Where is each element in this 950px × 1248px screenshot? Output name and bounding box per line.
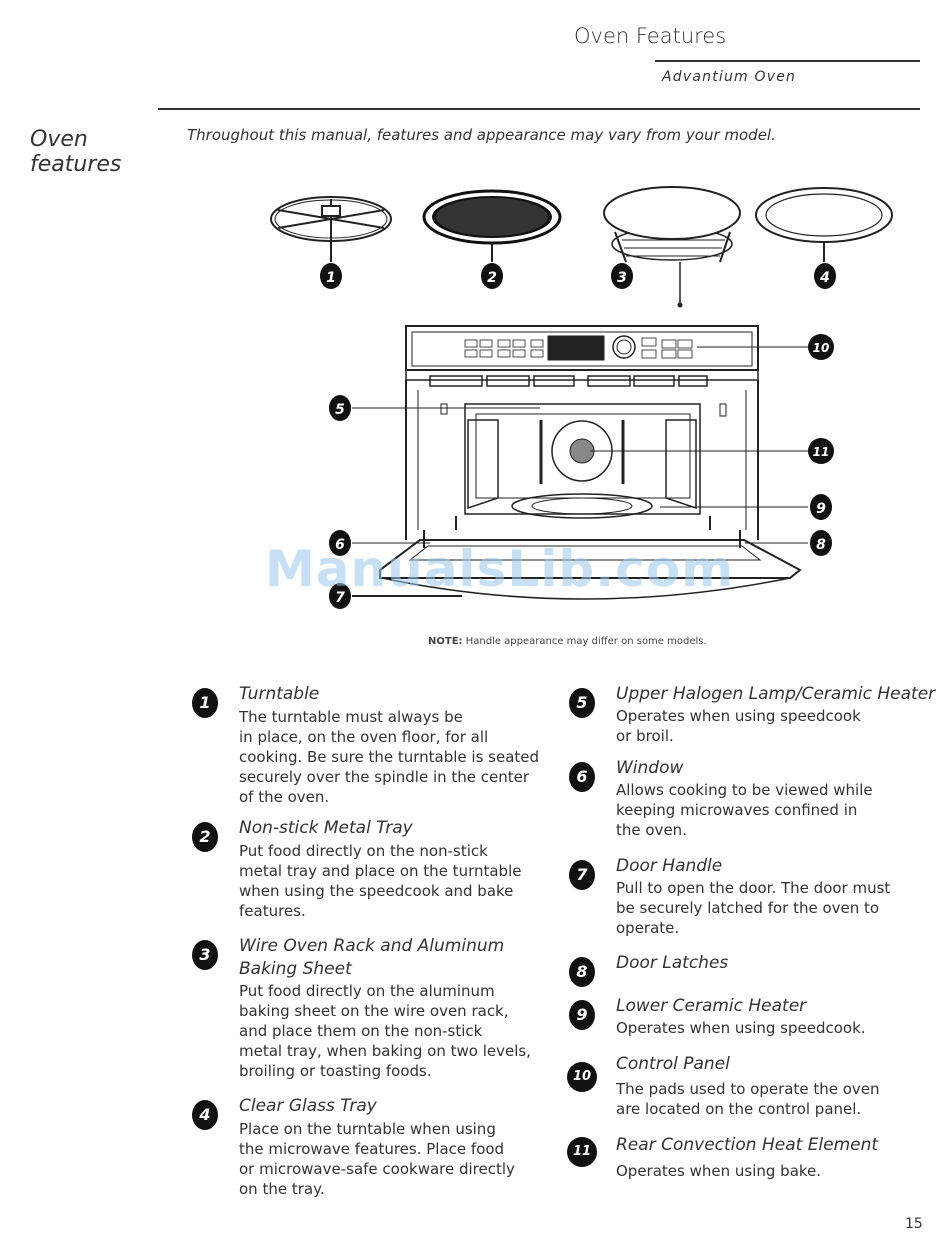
callout-badges: 1 2 3 4 5 6 7 8 9 10 11 <box>320 263 836 609</box>
page-header-subtitle: Advantium Oven <box>662 69 797 85</box>
section-rule <box>158 108 920 110</box>
feature-description: Place on the turntable when using the mi… <box>239 1120 515 1198</box>
feature-description: Pull to open the door. The door must be … <box>616 879 891 937</box>
svg-text:7: 7 <box>335 590 345 606</box>
glass-tray-illustration <box>755 187 893 262</box>
svg-text:6: 6 <box>335 537 345 553</box>
oven-illustration <box>352 325 802 600</box>
metal-tray-illustration <box>422 189 562 262</box>
feature-title: Wire Oven Rack and Aluminum Baking Sheet <box>239 936 505 979</box>
feature-title: Window <box>616 758 684 778</box>
callout-2: 2 <box>481 263 503 289</box>
watermark: ManualsLib.com <box>265 540 735 598</box>
feature-title: Non-stick Metal Tray <box>239 818 413 838</box>
side-heading-line: Oven <box>30 127 88 152</box>
feature-description: Put food directly on the aluminum baking… <box>239 982 531 1080</box>
feature-title: Clear Glass Tray <box>239 1096 377 1116</box>
oven-diagram: 1 2 3 4 5 6 7 8 9 10 11 <box>270 186 893 609</box>
note-label: NOTE: <box>428 636 463 647</box>
feature-title: Rear Convection Heat Element <box>616 1135 879 1155</box>
svg-text:2: 2 <box>487 270 497 286</box>
callout-8: 8 <box>810 530 832 556</box>
svg-text:1: 1 <box>326 270 336 286</box>
svg-text:8: 8 <box>816 537 826 553</box>
feature-number-badge: 2 <box>192 822 218 852</box>
feature-number-badge: 5 <box>569 688 595 718</box>
svg-text:10: 10 <box>813 341 830 355</box>
callout-1: 1 <box>320 263 342 289</box>
callout-4: 4 <box>814 263 836 289</box>
feature-description: Operates when using speedcook or broil. <box>616 707 861 745</box>
intro-text: Throughout this manual, features and app… <box>187 126 776 144</box>
feature-description: Put food directly on the non-stick metal… <box>239 842 522 920</box>
svg-text:9: 9 <box>816 501 826 517</box>
svg-text:3: 3 <box>617 270 627 286</box>
feature-title: Turntable <box>239 684 320 704</box>
feature-description: The pads used to operate the oven are lo… <box>616 1080 880 1118</box>
callout-5: 5 <box>329 395 351 421</box>
page-header-title: Oven Features <box>574 24 727 48</box>
feature-number-badge: 8 <box>569 957 595 987</box>
feature-number-badge: 11 <box>567 1137 597 1167</box>
note-text: Handle appearance may differ on some mod… <box>465 636 707 647</box>
callout-6: 6 <box>329 530 351 556</box>
callout-9: 9 <box>810 494 832 520</box>
feature-number-badge: 7 <box>569 860 595 890</box>
feature-title: Upper Halogen Lamp/Ceramic Heater <box>616 684 936 704</box>
feature-title: Door Handle <box>616 856 723 876</box>
feature-description: Operates when using bake. <box>616 1162 822 1180</box>
callout-7: 7 <box>329 583 351 609</box>
header-rule <box>655 60 920 62</box>
callout-10: 10 <box>808 334 834 360</box>
leader-lines <box>352 346 808 544</box>
feature-number-badge: 4 <box>192 1100 218 1130</box>
feature-title: Control Panel <box>616 1054 730 1074</box>
feature-description: Allows cooking to be viewed while keepin… <box>616 781 873 839</box>
side-heading-line: features <box>30 152 122 177</box>
feature-title: Lower Ceramic Heater <box>616 996 807 1016</box>
page-number: 15 <box>905 1216 923 1232</box>
turntable-illustration <box>270 196 392 262</box>
feature-description: Operates when using speedcook. <box>616 1019 866 1037</box>
feature-number-badge: 3 <box>192 940 218 970</box>
svg-text:4: 4 <box>819 270 830 286</box>
side-heading: Oven features <box>30 127 121 177</box>
feature-number-badge: 1 <box>192 688 218 718</box>
feature-number-badge: 9 <box>569 1000 595 1030</box>
callout-3: 3 <box>611 263 633 289</box>
rack-sheet-illustration <box>603 186 741 308</box>
feature-number-badge: 10 <box>567 1062 597 1092</box>
diagram-note: NOTE: Handle appearance may differ on so… <box>428 636 707 647</box>
feature-number-badge: 6 <box>569 762 595 792</box>
feature-description: The turntable must always be in place, o… <box>239 708 540 806</box>
callout-11: 11 <box>808 438 834 464</box>
svg-text:5: 5 <box>335 402 345 418</box>
feature-title: Door Latches <box>616 953 729 973</box>
svg-text:11: 11 <box>813 445 830 459</box>
